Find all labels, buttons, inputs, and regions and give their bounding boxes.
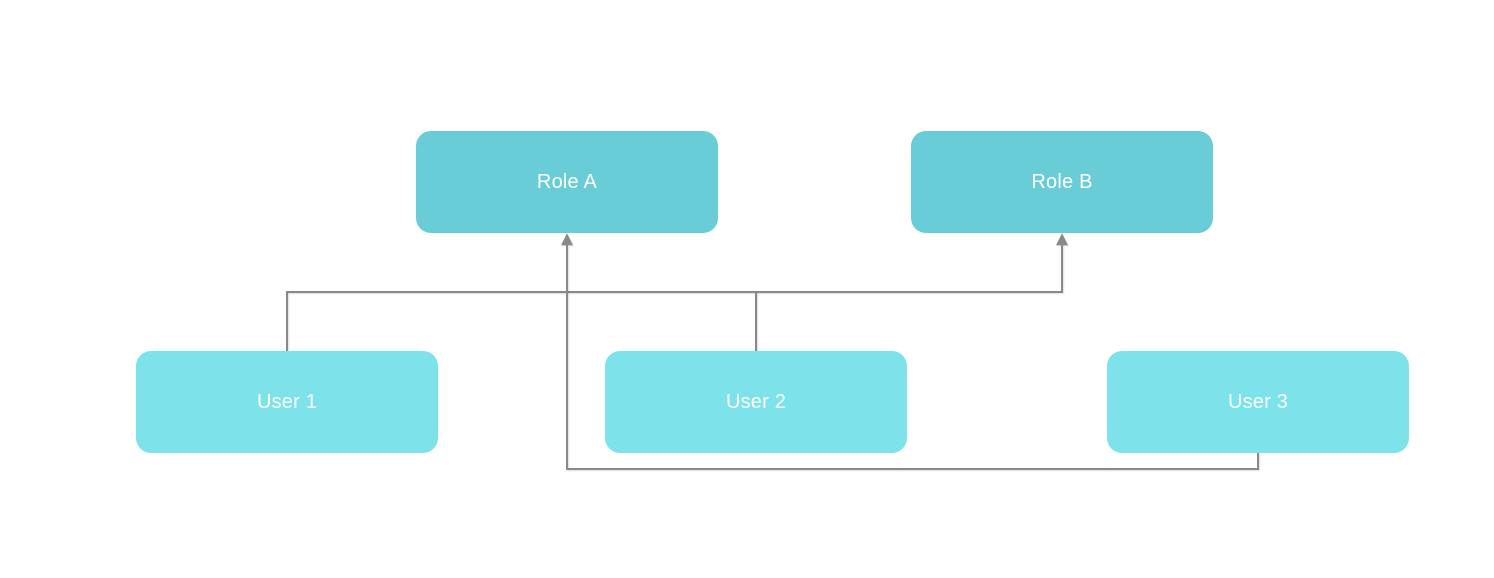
node-user-2: User 2 xyxy=(605,351,907,453)
node-user-1-label: User 1 xyxy=(256,390,318,413)
node-role-b-label: Role B xyxy=(1031,170,1093,193)
node-user-3: User 3 xyxy=(1107,351,1409,453)
node-user-3-label: User 3 xyxy=(1227,390,1289,413)
node-role-a: Role A xyxy=(416,131,718,233)
node-user-2-label: User 2 xyxy=(725,390,787,413)
connector-user1-rail-into-role-b xyxy=(286,233,1068,351)
node-role-a-label: Role A xyxy=(536,170,598,193)
node-user-1: User 1 xyxy=(136,351,438,453)
node-role-b: Role B xyxy=(911,131,1213,233)
